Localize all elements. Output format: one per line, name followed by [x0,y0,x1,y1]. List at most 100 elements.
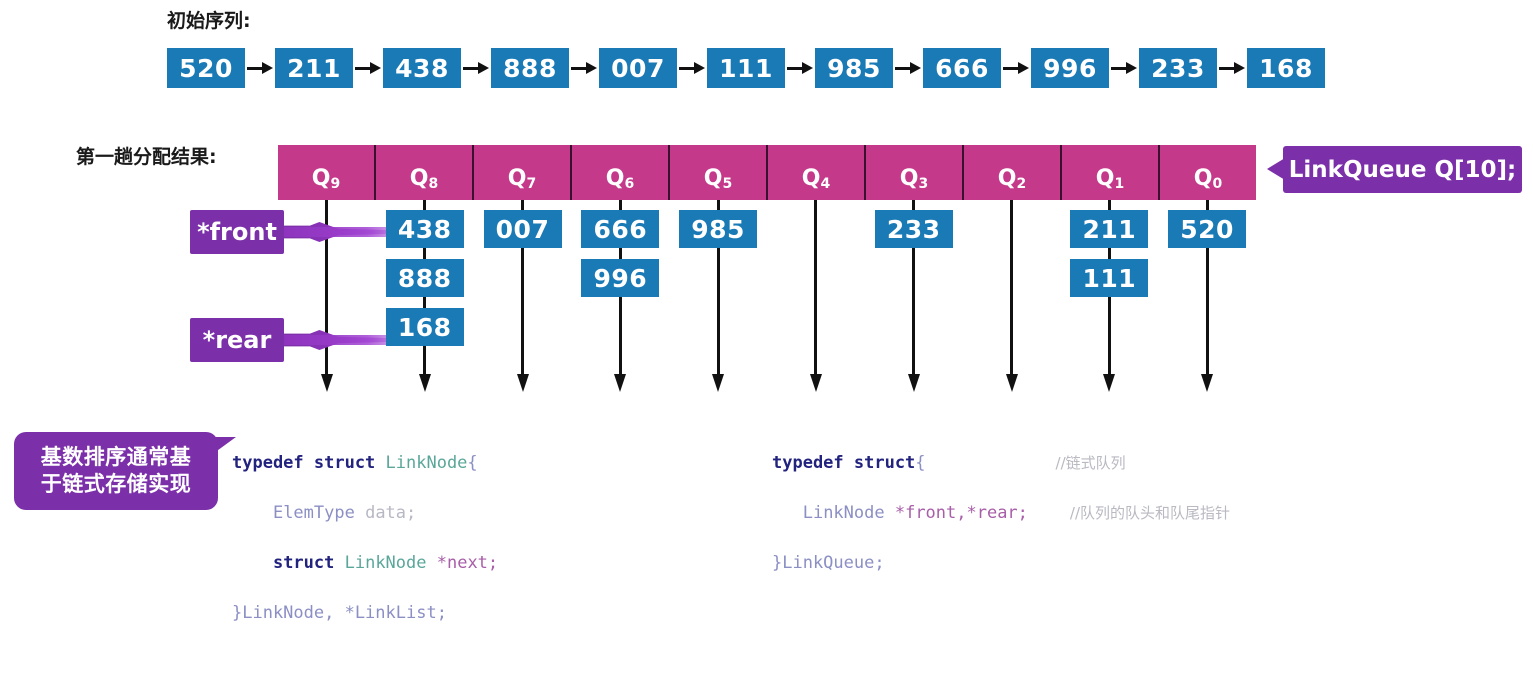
radix-note-line-1: 基数排序通常基 [40,445,192,470]
queue-header-cell-q4[interactable]: Q4 [768,145,866,200]
list-node: 888 [491,48,569,88]
queue-item: 520 [1168,210,1247,248]
linkqueue-callout-tail-icon [1267,158,1285,180]
queue-item: 233 [874,210,953,248]
queue-arrow-down-icon [712,200,725,392]
list-node: 985 [815,48,893,88]
arrow-right-icon [1219,62,1245,74]
code-type: LinkNode [385,453,468,473]
code-comment: //队列的队头和队尾指针 [1069,504,1231,522]
code-linkqueue-struct: typedef struct{//链式队列 LinkNode *front,*r… [772,426,1230,626]
queue-item: 168 [385,308,464,346]
queue-arrow-down-icon [907,200,920,392]
arrow-right-icon [1111,62,1137,74]
queue-header-letter: Q [1095,166,1115,191]
list-node: 168 [1247,48,1325,88]
queue-arrow-down-icon [809,200,822,392]
queue-header-index: 9 [330,176,341,192]
radix-note-line-2: 于链式存储实现 [40,472,192,496]
queue-header-index: 6 [624,176,635,192]
queue-header-index: 8 [428,176,439,192]
arrow-right-icon [355,62,381,74]
queue-header-letter: Q [703,166,723,191]
code-comment: //链式队列 [1055,454,1126,472]
list-node: 007 [599,48,677,88]
queue-header-cell-q9[interactable]: Q9 [278,145,376,200]
queue-header-index: 7 [526,176,537,192]
queue-item: 211 [1070,210,1149,248]
code-line: struct LinkNode *next; [232,551,498,576]
code-line: }LinkQueue; [772,553,885,573]
queue-header-letter: Q [899,166,919,191]
queue-header-letter: Q [1193,166,1213,191]
queue-header-index: 1 [1114,176,1125,192]
queue-item: 438 [385,210,464,248]
radix-note-callout: 基数排序通常基 于链式存储实现 [14,432,218,510]
queue-arrow-down-icon [1201,200,1214,392]
queue-header-letter: Q [311,166,331,191]
caption-first-pass-result: 第一趟分配结果: [76,146,217,168]
queue-arrow-down-icon [516,200,529,392]
front-pointer-flare-tip-icon [284,227,434,237]
queue-header-cell-q6[interactable]: Q6 [572,145,670,200]
queue-header-cell-q7[interactable]: Q7 [474,145,572,200]
queue-header-cell-q3[interactable]: Q3 [866,145,964,200]
queue-header-index: 3 [918,176,929,192]
code-keyword: typedef struct [772,453,916,473]
code-type: LinkNode [344,553,437,573]
queue-header-cell-q0[interactable]: Q0 [1160,145,1256,200]
queue-header-index: 5 [722,176,733,192]
queue-header-label: Q9 [312,168,340,200]
rear-pointer-label: *rear [190,318,284,362]
code-type: ElemType [272,503,366,523]
queue-arrow-down-icon [320,200,333,392]
code-line: ElemType data; [232,501,498,526]
queue-header-label: Q0 [1194,168,1222,200]
queue-item: 996 [581,259,660,297]
queue-header-label: Q8 [410,168,438,200]
list-node: 111 [707,48,785,88]
code-keyword: struct [272,553,345,573]
queue-item: 111 [1070,259,1149,297]
queue-header-index: 0 [1212,176,1223,192]
queue-header-label: Q5 [704,168,732,200]
queue-header-label: Q1 [1096,168,1124,200]
queue-item: 985 [679,210,758,248]
queue-header-label: Q2 [998,168,1026,200]
linkqueue-declaration-callout: LinkQueue Q[10]; [1283,146,1522,193]
code-line: typedef struct LinkNode{ [232,451,498,476]
queue-header-label: Q4 [802,168,830,200]
queue-header-letter: Q [605,166,625,191]
queue-header-letter: Q [409,166,429,191]
front-pointer-group: *front [190,210,434,254]
queue-header-cell-q1[interactable]: Q1 [1062,145,1160,200]
queue-header-cell-q5[interactable]: Q5 [670,145,768,200]
code-identifier: data; [365,503,417,523]
queue-item: 888 [385,259,464,297]
queue-header-cell-q8[interactable]: Q8 [376,145,474,200]
code-brace: { [467,453,478,473]
rear-pointer-group: *rear [190,318,434,362]
list-node: 233 [1139,48,1217,88]
queue-item: 666 [581,210,660,248]
arrow-right-icon [247,62,273,74]
list-node: 666 [923,48,1001,88]
list-node: 438 [383,48,461,88]
queue-header-letter: Q [507,166,527,191]
arrow-right-icon [895,62,921,74]
queue-header-cell-q2[interactable]: Q2 [964,145,1062,200]
list-node: 211 [275,48,353,88]
arrow-right-icon [463,62,489,74]
arrow-right-icon [679,62,705,74]
code-type: LinkNode [802,503,895,523]
arrow-right-icon [787,62,813,74]
list-node: 996 [1031,48,1109,88]
queue-header-label: Q6 [606,168,634,200]
queue-header-letter: Q [801,166,821,191]
queue-header-label: Q7 [508,168,536,200]
radix-note-tail-icon [214,437,236,453]
queue-item: 007 [483,210,562,248]
code-linknode-struct: typedef struct LinkNode{ ElemType data; … [232,426,498,676]
